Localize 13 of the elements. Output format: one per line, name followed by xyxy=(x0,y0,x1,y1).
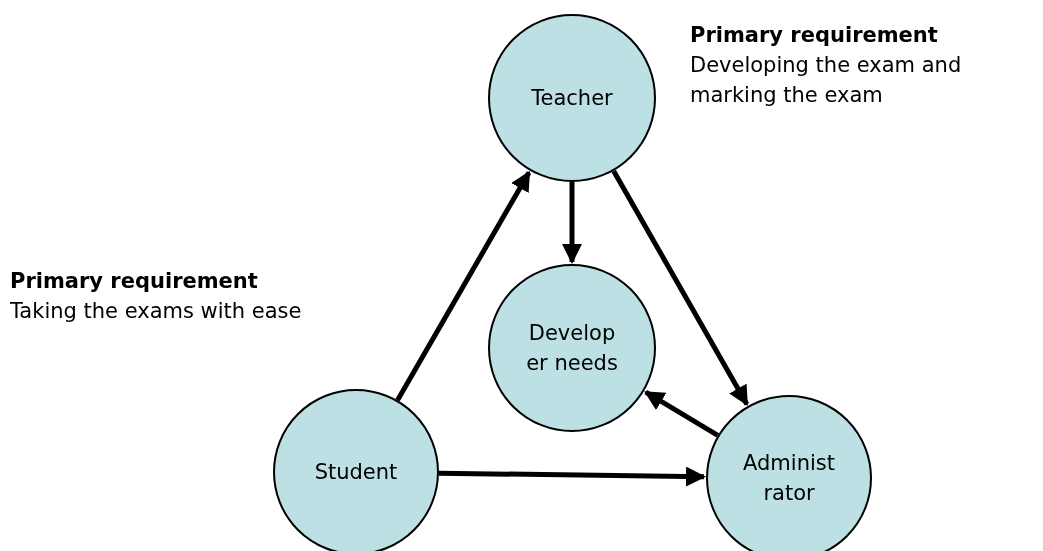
node-label: Student xyxy=(313,459,399,486)
note-text: Developing the exam and marking the exam xyxy=(690,52,963,109)
note-text: Taking the exams with ease xyxy=(10,298,303,325)
heading: Primary requirement xyxy=(690,22,939,49)
arrow xyxy=(644,390,720,438)
arrow xyxy=(611,169,750,406)
arrow xyxy=(562,182,582,264)
node-label: Develop er needs xyxy=(525,320,619,377)
node-label: Administ rator xyxy=(742,450,836,507)
arrow xyxy=(395,170,532,402)
arrow xyxy=(438,466,706,487)
node-label: Teacher xyxy=(530,85,614,112)
heading: Primary requirement xyxy=(10,268,259,295)
